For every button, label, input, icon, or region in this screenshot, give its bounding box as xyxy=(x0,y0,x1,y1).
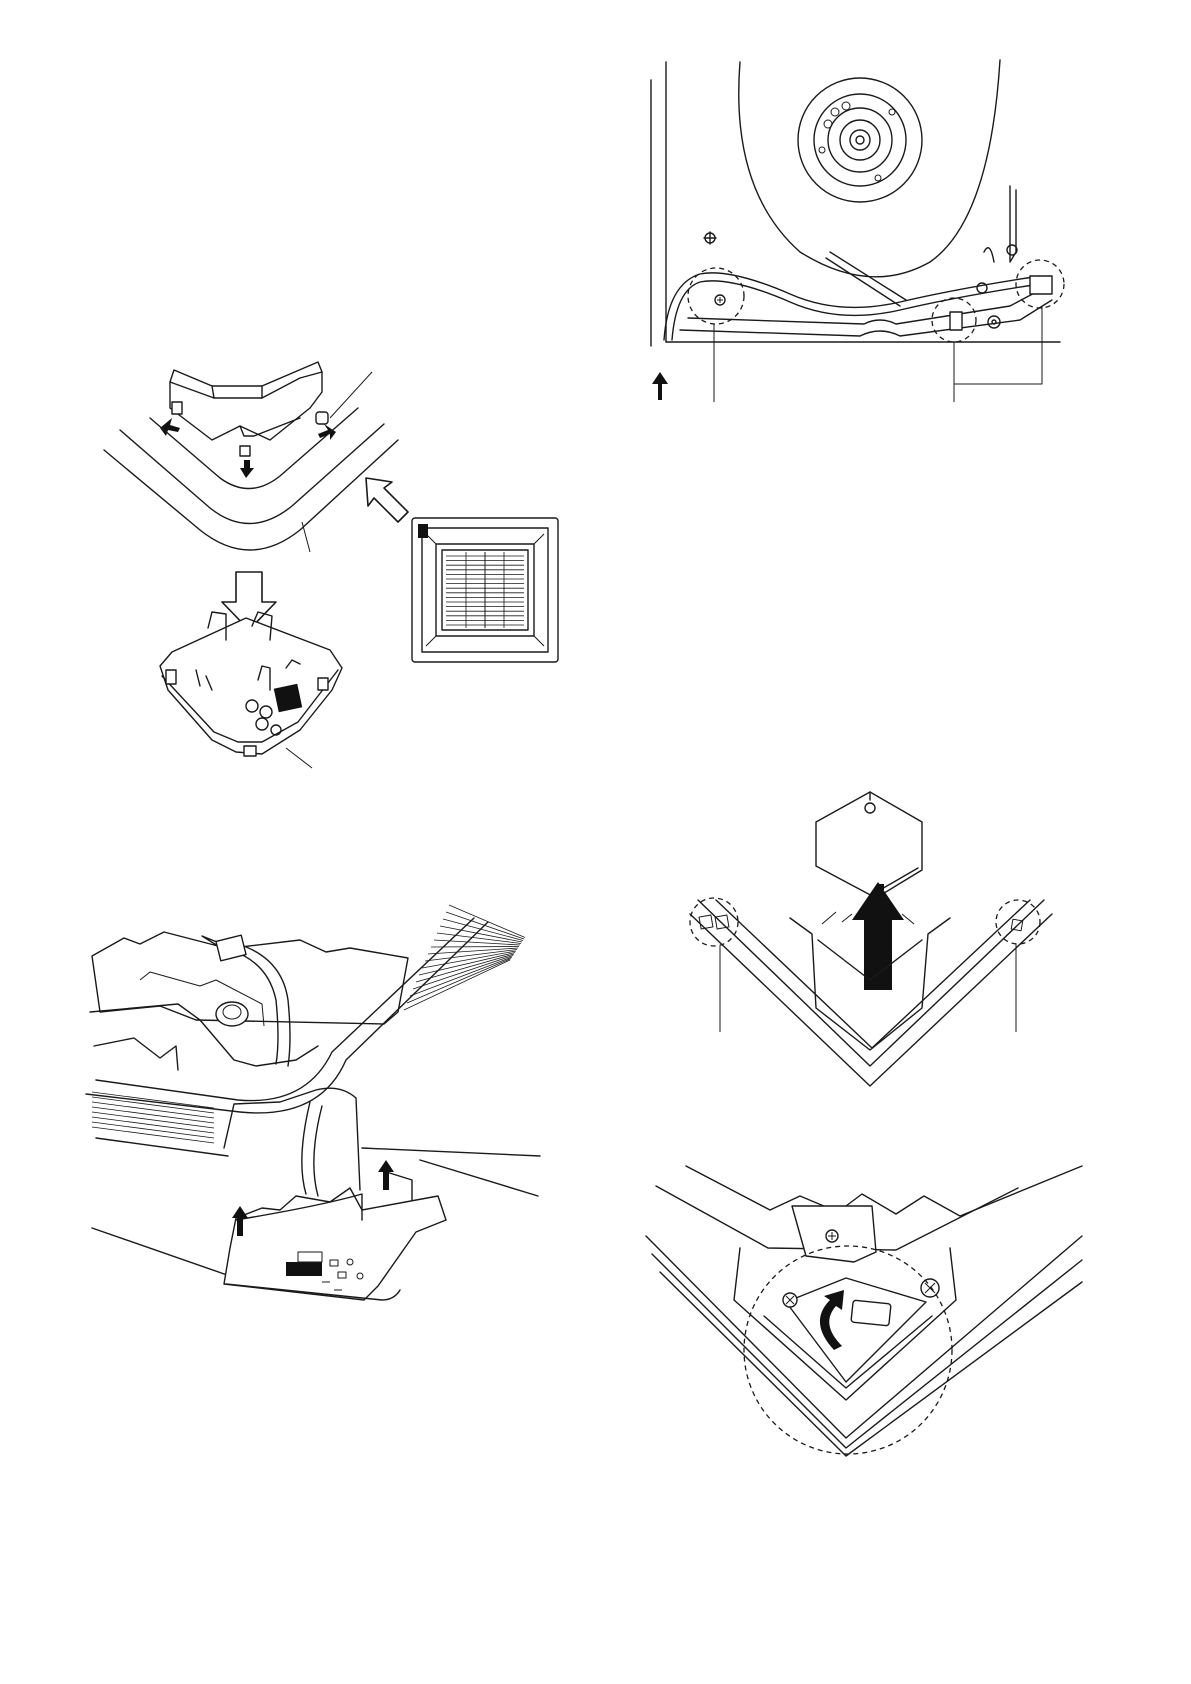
fan-motor xyxy=(739,60,1000,277)
panel-corner-assembly-figure xyxy=(0,0,600,800)
detail-line xyxy=(92,1122,214,1138)
screw-icon xyxy=(704,232,716,244)
detail-line xyxy=(431,947,519,948)
wire-routing-figure xyxy=(0,900,600,1460)
fan-wiring-detail-figure xyxy=(600,0,1191,420)
corner-screw-detail-figure xyxy=(600,1150,1191,1470)
detail-line xyxy=(92,1112,214,1128)
detail-line xyxy=(92,1117,214,1133)
tab-highlight-right xyxy=(996,900,1040,944)
up-arrow-right xyxy=(378,1160,394,1190)
detail-line xyxy=(407,959,511,1004)
detail-line xyxy=(92,1097,214,1113)
lifted-corner-cover xyxy=(816,792,922,898)
corner-bracket-top xyxy=(792,1206,876,1262)
detail-line xyxy=(410,957,512,996)
detail-line xyxy=(92,1107,214,1123)
up-arrow xyxy=(652,372,668,400)
arrow-center-tab xyxy=(240,460,254,478)
detail-line xyxy=(404,960,510,1010)
arrow-right-tab xyxy=(318,424,336,440)
louver-ribs xyxy=(404,905,525,1010)
tab-highlight-left xyxy=(690,898,738,946)
receiver-cover xyxy=(224,1188,446,1300)
corner-cover-removal-figure xyxy=(600,780,1191,1100)
corner-cover-receiver xyxy=(160,612,342,756)
detail-line xyxy=(92,1102,214,1118)
louver-ribs-left xyxy=(92,1092,214,1143)
insert-direction-arrow xyxy=(366,478,408,522)
arrow-left-tab xyxy=(160,418,180,436)
corner-bracket xyxy=(170,362,328,456)
detail-line xyxy=(443,919,523,941)
detail-line xyxy=(449,905,525,938)
panel-reference-view xyxy=(412,518,558,662)
